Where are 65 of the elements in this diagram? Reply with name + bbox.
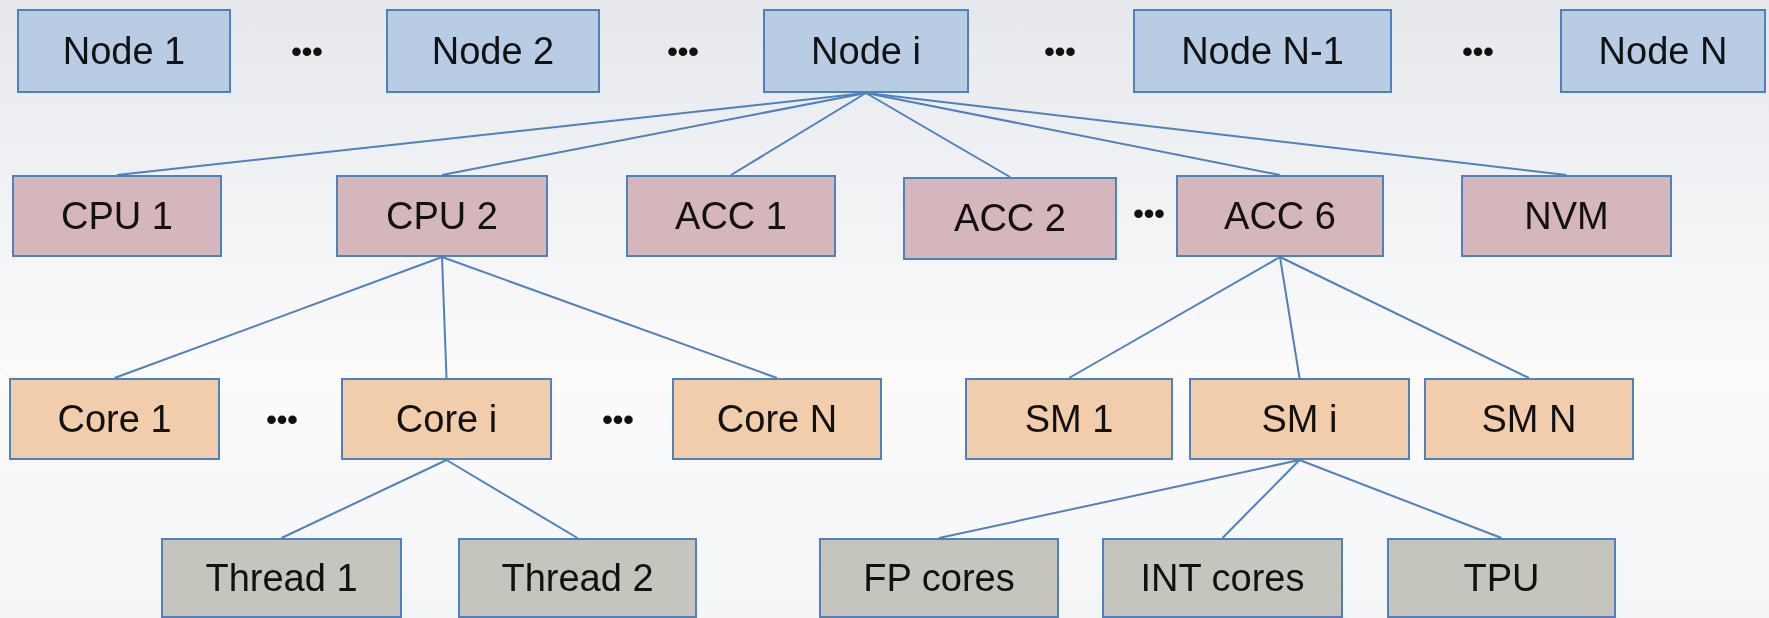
box-label: CPU 2 xyxy=(386,194,498,238)
hierarchy-box xyxy=(1387,538,1616,618)
connector-line xyxy=(1279,256,1301,379)
connector-line xyxy=(280,459,448,539)
box-label: Node N xyxy=(1598,29,1728,73)
ellipsis-text: ••• xyxy=(291,35,323,69)
hierarchy-box xyxy=(1461,175,1672,257)
hierarchy-box xyxy=(763,9,969,93)
box-label: FP cores xyxy=(863,556,1015,600)
hierarchy-box xyxy=(1133,9,1392,93)
hierarchy-box xyxy=(819,538,1059,618)
connector-line xyxy=(865,92,1568,176)
hierarchy-box xyxy=(17,9,231,93)
hierarchy-box xyxy=(1424,378,1634,460)
box-label: SM N xyxy=(1481,397,1577,441)
hierarchy-box xyxy=(1189,378,1410,460)
box-label: Thread 2 xyxy=(501,556,654,600)
box-label: ACC 1 xyxy=(675,194,787,238)
connector-line xyxy=(865,92,1011,178)
ellipsis-text: ••• xyxy=(1133,197,1165,231)
box-label: Node N-1 xyxy=(1181,29,1344,73)
ellipsis-text: ••• xyxy=(1462,35,1494,69)
box-label: SM i xyxy=(1261,397,1338,441)
ellipsis-text: ••• xyxy=(1044,35,1076,69)
connector-line xyxy=(730,92,867,176)
connector-line xyxy=(445,459,579,539)
box-label: TPU xyxy=(1463,556,1540,600)
box-label: Thread 1 xyxy=(205,556,358,600)
hierarchy-box xyxy=(1102,538,1343,618)
connector-line xyxy=(865,92,1281,176)
box-label: INT cores xyxy=(1140,556,1305,600)
box-label: CPU 1 xyxy=(61,194,173,238)
box-label: Node 1 xyxy=(62,29,186,73)
hierarchy-box xyxy=(903,177,1117,260)
hierarchy-box xyxy=(965,378,1173,460)
box-label: NVM xyxy=(1524,194,1609,238)
ellipsis-text: ••• xyxy=(266,403,298,437)
hierarchy-box xyxy=(1176,175,1384,257)
box-label: Core i xyxy=(395,397,498,441)
box-label: Node 2 xyxy=(431,29,555,73)
connector-line xyxy=(441,256,448,379)
hierarchy-box xyxy=(626,175,836,257)
connector-line xyxy=(1279,256,1530,379)
hierarchy-box xyxy=(386,9,600,93)
box-label: ACC 6 xyxy=(1224,194,1336,238)
hierarchy-box xyxy=(1560,9,1766,93)
connector-line xyxy=(1068,256,1281,379)
connector-line xyxy=(441,256,778,379)
hierarchy-box xyxy=(341,378,552,460)
box-label: Core N xyxy=(716,397,838,441)
connector-line xyxy=(1298,459,1503,539)
hierarchy-box xyxy=(9,378,220,460)
box-label: SM 1 xyxy=(1024,397,1114,441)
hierarchy-box xyxy=(458,538,697,618)
hierarchy-box xyxy=(672,378,882,460)
ellipsis-text: ••• xyxy=(667,35,699,69)
hierarchy-box xyxy=(336,175,548,257)
connector-line xyxy=(113,256,443,379)
connector-line xyxy=(1221,459,1301,539)
box-label: ACC 2 xyxy=(954,197,1066,240)
box-label: Core 1 xyxy=(57,397,172,441)
hierarchy-box xyxy=(161,538,402,618)
hierarchy-box xyxy=(12,175,222,257)
box-label: Node i xyxy=(811,29,921,73)
ellipsis-text: ••• xyxy=(602,403,634,437)
